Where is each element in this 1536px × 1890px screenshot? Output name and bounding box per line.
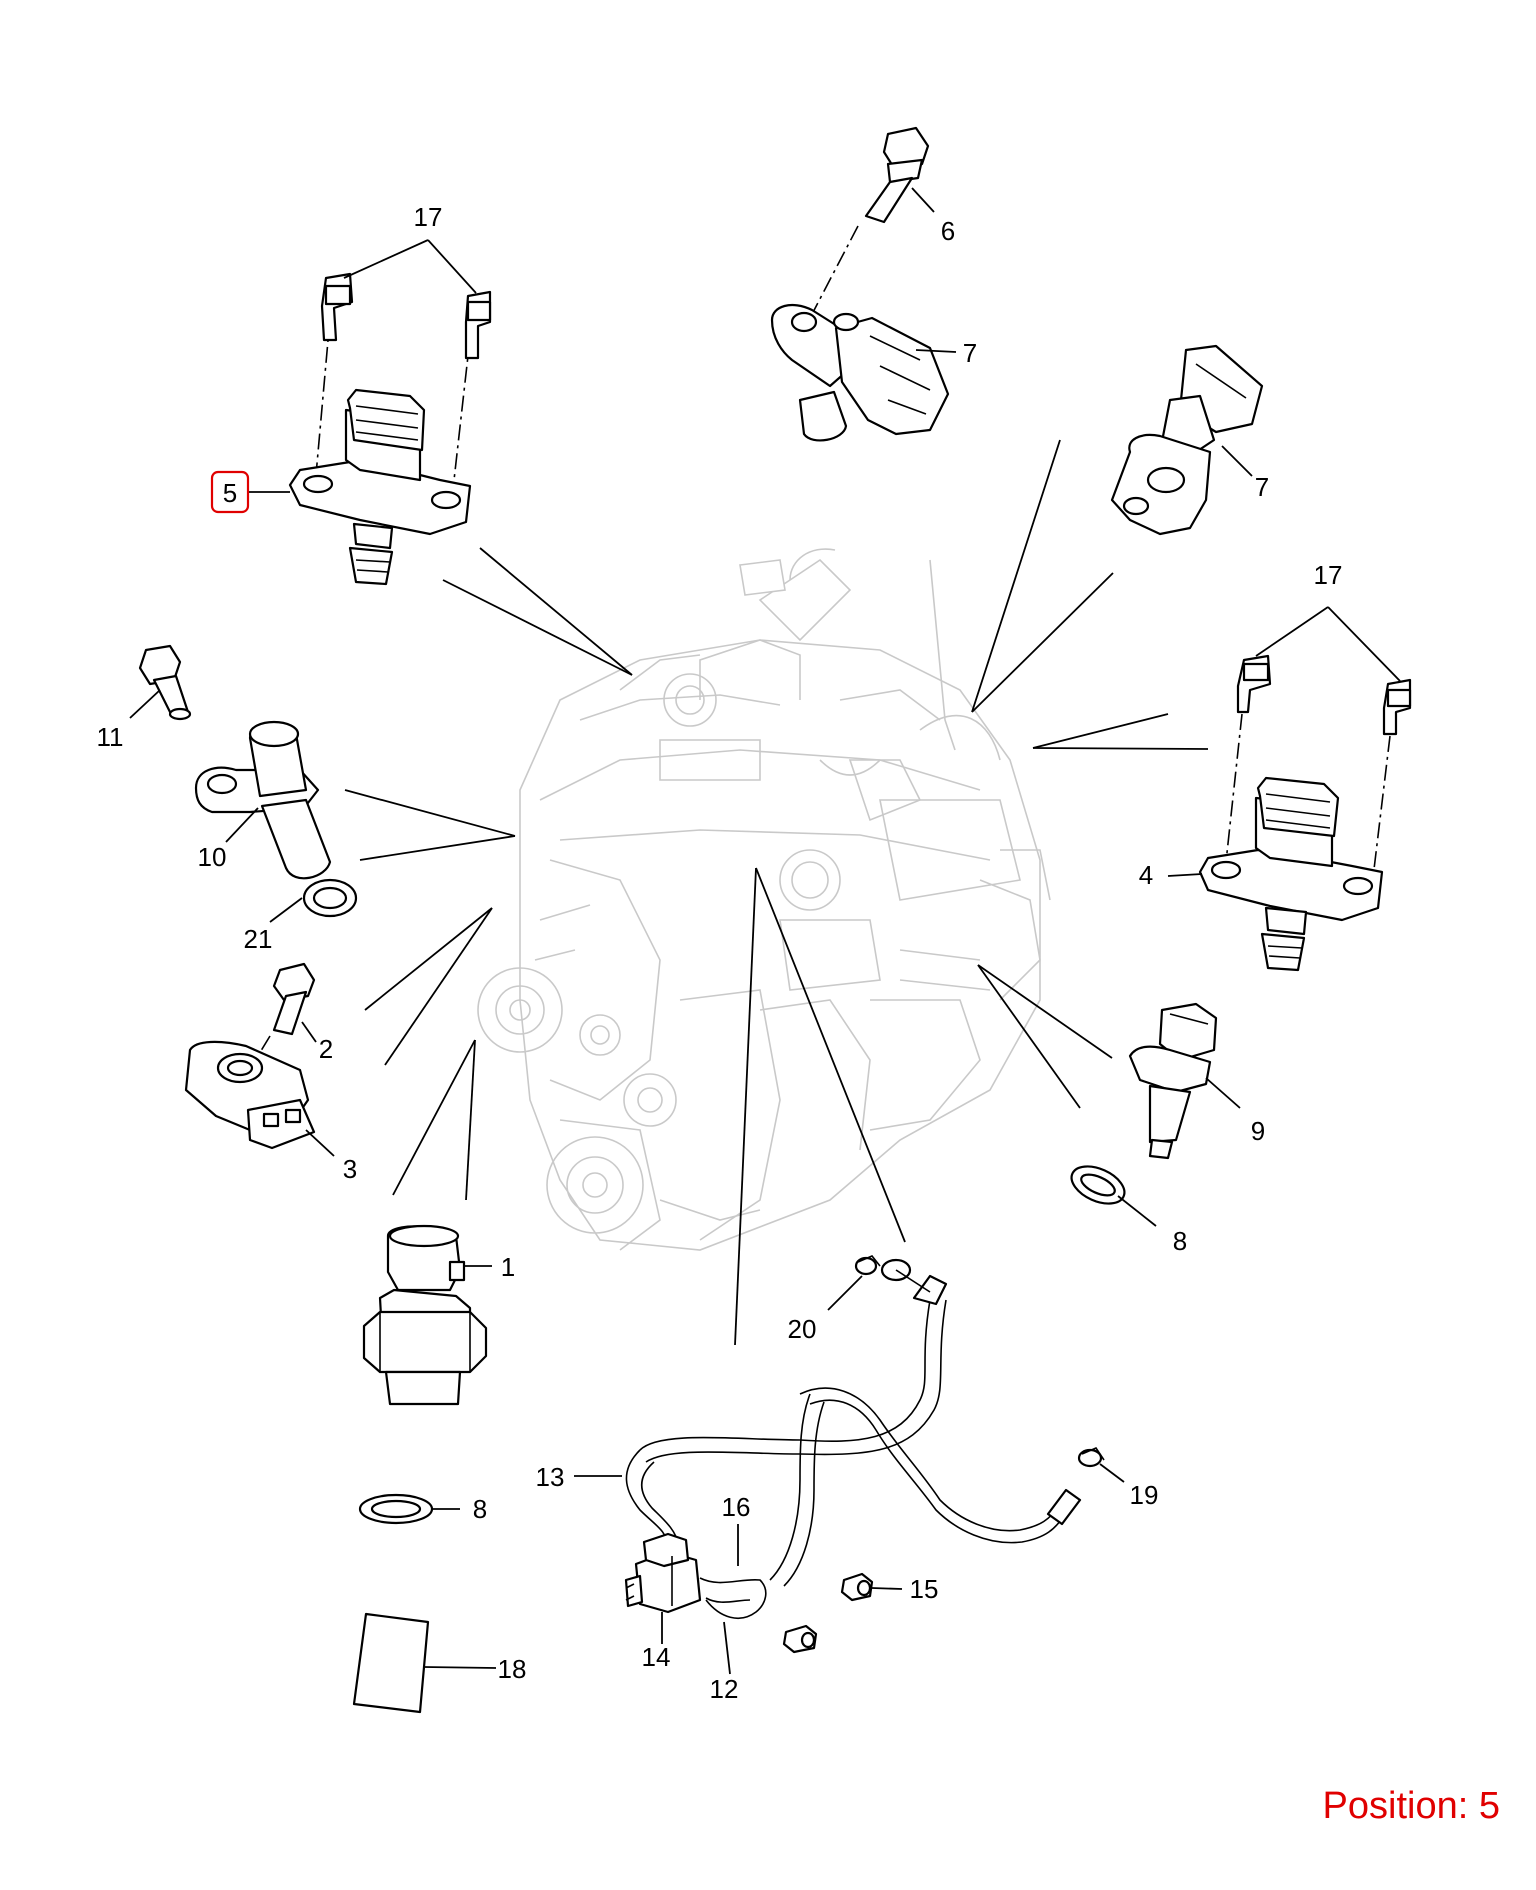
position-label: Position: 5 — [1323, 1785, 1500, 1827]
part-8-washer-right[interactable] — [1066, 1159, 1130, 1211]
callout-21[interactable]: 21 — [244, 924, 273, 954]
callout-20[interactable]: 20 — [788, 1314, 817, 1344]
callout-11[interactable]: 11 — [97, 722, 124, 752]
callout-10[interactable]: 10 — [198, 842, 227, 872]
part-20-clip[interactable] — [854, 1255, 881, 1276]
part-14-solenoid[interactable] — [624, 1532, 702, 1614]
part-18-label[interactable] — [352, 1612, 430, 1714]
highlight-box — [210, 470, 250, 514]
part-1-pressure-sensor[interactable] — [362, 1224, 488, 1406]
leader-lines — [344, 439, 1209, 1346]
part-5-sensor[interactable] — [288, 272, 492, 586]
part-15-caps[interactable] — [782, 1572, 874, 1654]
callout-7-top[interactable]: 7 — [963, 338, 977, 368]
part-6-bolt[interactable] — [809, 126, 930, 319]
part-8-washer-left[interactable] — [358, 1493, 434, 1525]
part-19-clip[interactable] — [1077, 1447, 1105, 1468]
part-11-bolt[interactable] — [138, 644, 192, 721]
callout-13[interactable]: 13 — [536, 1462, 565, 1492]
callout-18[interactable]: 18 — [498, 1654, 527, 1684]
part-9-temp-sensor[interactable] — [1128, 1002, 1218, 1160]
part-7-sensor-top[interactable] — [770, 303, 950, 442]
callout-3[interactable]: 3 — [343, 1154, 357, 1184]
callout-4[interactable]: 4 — [1139, 860, 1153, 890]
part-7-sensor-right[interactable] — [1110, 344, 1264, 536]
callout-19[interactable]: 19 — [1130, 1480, 1159, 1510]
callout-7-right[interactable]: 7 — [1255, 472, 1269, 502]
part-3-knock-sensor[interactable] — [184, 1040, 316, 1150]
callout-9[interactable]: 9 — [1251, 1116, 1265, 1146]
part-4-sensor[interactable] — [1198, 776, 1384, 972]
callout-17-left[interactable]: 17 — [414, 202, 443, 232]
callout-15[interactable]: 15 — [910, 1574, 939, 1604]
part-2-bolt[interactable] — [247, 962, 316, 1073]
part-10-sensor[interactable] — [194, 720, 332, 880]
callout-8-left[interactable]: 8 — [473, 1494, 487, 1524]
callout-1[interactable]: 1 — [501, 1252, 515, 1282]
callout-leaders — [129, 187, 1401, 1675]
engine-illustration — [477, 548, 1051, 1251]
callout-numbers: 17 6 7 5 7 17 11 10 4 21 2 9 3 8 1 20 13… — [97, 202, 1343, 1704]
callout-12[interactable]: 12 — [710, 1674, 739, 1704]
part-21-seal[interactable] — [302, 878, 358, 918]
callout-2[interactable]: 2 — [319, 1034, 333, 1064]
part-17-bolts-right[interactable] — [1225, 654, 1412, 887]
callout-14[interactable]: 14 — [642, 1642, 671, 1672]
part-12-13-16-harness[interactable] — [625, 1258, 1082, 1620]
callout-16[interactable]: 16 — [722, 1492, 751, 1522]
callout-8-right[interactable]: 8 — [1173, 1226, 1187, 1256]
callout-17-right[interactable]: 17 — [1314, 560, 1343, 590]
callout-5[interactable]: 5 — [223, 478, 237, 508]
callout-6[interactable]: 6 — [941, 216, 955, 246]
